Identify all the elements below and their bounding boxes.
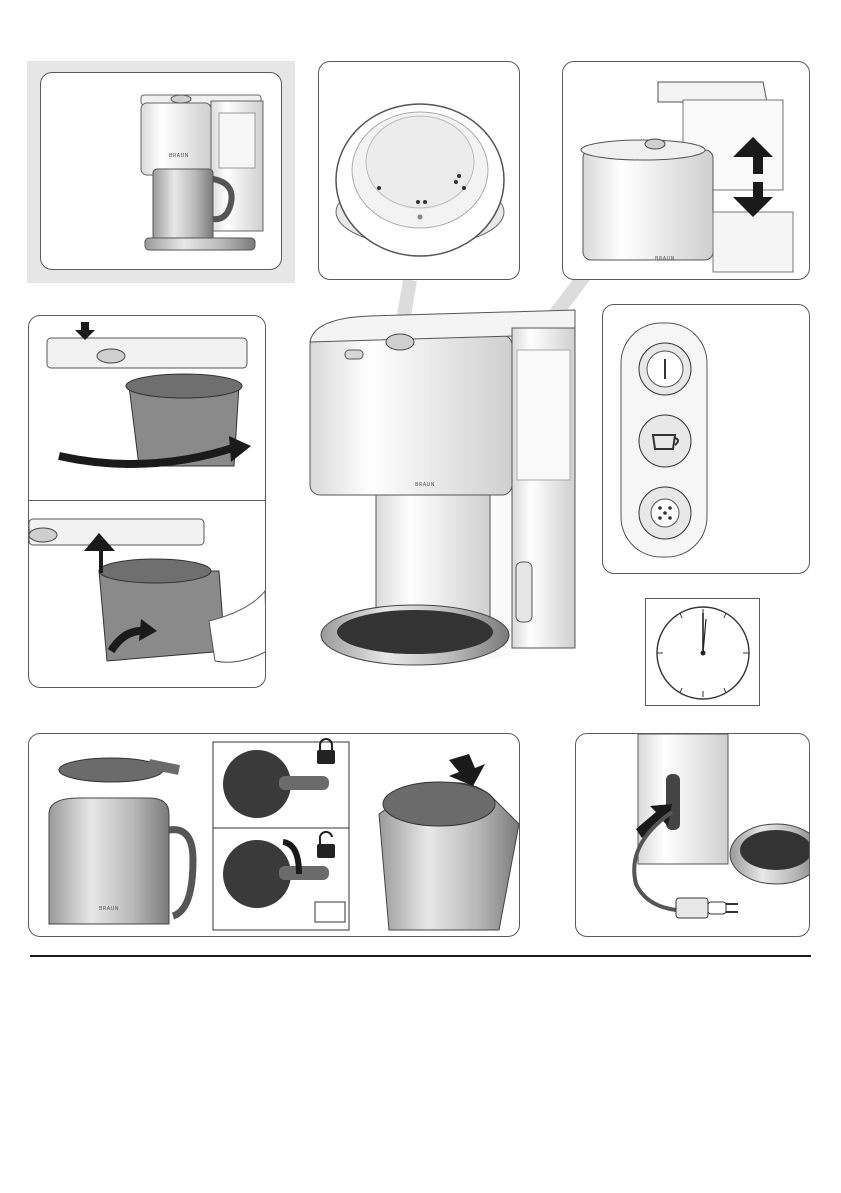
pour-press-icon xyxy=(379,754,519,930)
clock-icon xyxy=(646,599,760,706)
brand-logo-small: BRAUN xyxy=(169,153,189,159)
power-connection-icon xyxy=(576,734,810,937)
panel-power xyxy=(575,733,810,937)
panel-water-tank: BRAUN xyxy=(562,61,810,280)
brand-logo-tank: BRAUN xyxy=(655,256,675,262)
panel-buttons xyxy=(602,304,810,574)
carafe-icon: BRAUN xyxy=(49,758,193,924)
main-coffee-machine-icon: BRAUN xyxy=(290,280,590,700)
carafe-steps: BRAUN xyxy=(29,734,520,937)
panel-filter-swing xyxy=(28,315,266,501)
buttons-column xyxy=(603,305,810,574)
page-divider xyxy=(30,955,811,957)
power-plug-icon xyxy=(676,898,738,918)
filter-swing-icon xyxy=(29,316,266,501)
panel-control-knob xyxy=(318,61,520,280)
coffee-machine-overview-icon: BRAUN xyxy=(41,73,282,270)
aroma-button-icon xyxy=(639,487,691,539)
water-tank-lift-icon: BRAUN xyxy=(563,62,810,280)
panel-filter-remove xyxy=(28,500,266,688)
brand-logo-carafe: BRAUN xyxy=(99,906,119,912)
power-button-icon xyxy=(639,343,691,395)
cup-button-icon xyxy=(639,415,691,467)
panel-overview: BRAUN xyxy=(40,72,282,270)
press-arrow-icon xyxy=(75,322,95,340)
panel-clock xyxy=(645,598,760,706)
panel-carafe: BRAUN xyxy=(28,733,520,937)
brand-logo-main: BRAUN xyxy=(415,482,435,488)
filter-remove-icon xyxy=(29,501,266,688)
control-knob-icon xyxy=(319,62,520,280)
